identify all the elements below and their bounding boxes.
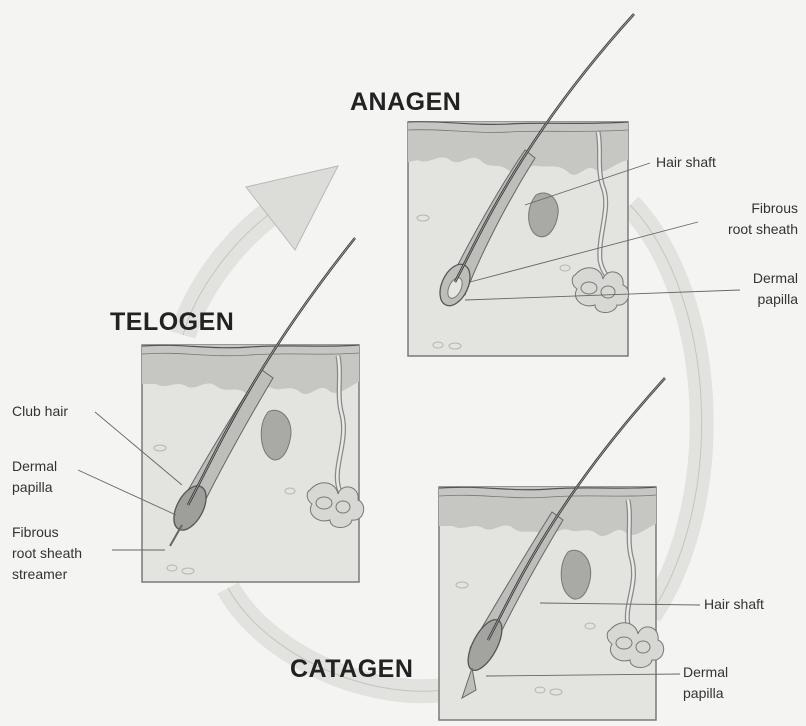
anagen-title: ANAGEN <box>350 88 461 117</box>
telogen-fibrous-root-sheath-streamer-label: Fibrous root sheath streamer <box>12 522 82 585</box>
anagen-dermal-papilla-label: Dermal papilla <box>753 268 798 310</box>
telogen-skin-panel <box>142 238 364 582</box>
catagen-title: CATAGEN <box>290 655 413 684</box>
telogen-dermal-line-1: Dermal <box>12 456 57 477</box>
catagen-skin-panel <box>439 378 665 720</box>
anagen-dermal-line-1: Dermal <box>753 268 798 289</box>
anagen-hair-shaft-label: Hair shaft <box>656 152 716 173</box>
catagen-hair-shaft-label: Hair shaft <box>704 594 764 615</box>
catagen-dermal-line-2: papilla <box>683 683 728 704</box>
anagen-dermal-line-2: papilla <box>753 289 798 310</box>
telogen-club-hair-label: Club hair <box>12 401 68 422</box>
telogen-title: TELOGEN <box>110 308 234 337</box>
telogen-dermal-line-2: papilla <box>12 477 57 498</box>
catagen-dermal-papilla-label: Dermal papilla <box>683 662 728 704</box>
telogen-streamer-line-3: streamer <box>12 564 82 585</box>
anagen-fibrous-line-2: root sheath <box>728 219 798 240</box>
catagen-dermal-line-1: Dermal <box>683 662 728 683</box>
telogen-streamer-line-1: Fibrous <box>12 522 82 543</box>
anagen-fibrous-line-1: Fibrous <box>728 198 798 219</box>
anagen-fibrous-root-sheath-label: Fibrous root sheath <box>728 198 798 240</box>
telogen-streamer-line-2: root sheath <box>12 543 82 564</box>
anagen-skin-panel <box>408 14 634 356</box>
telogen-dermal-papilla-label: Dermal papilla <box>12 456 57 498</box>
